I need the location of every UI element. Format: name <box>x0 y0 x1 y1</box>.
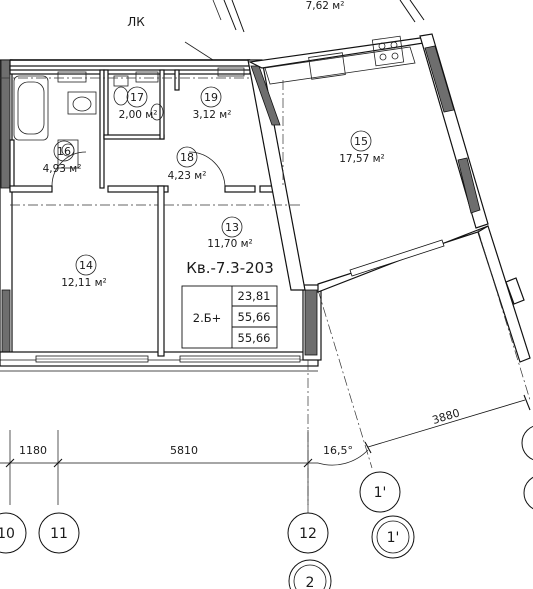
angle-label: 16,5° <box>323 444 353 457</box>
axis-marker-12: 12 <box>287 512 329 554</box>
room-17-number: 17 <box>130 91 144 104</box>
sink-icon <box>150 103 164 121</box>
axis-marker-2: 2 <box>288 559 332 589</box>
room-13-area: 11,70 м² <box>207 238 253 250</box>
room-15-number: 15 <box>354 135 368 148</box>
apartment-title: Кв.-7.3-203 <box>186 259 274 277</box>
left-wall-insulation <box>0 59 11 189</box>
top-area-partial: 7,62 м² <box>306 0 345 12</box>
room-16-number: 16 <box>57 145 71 158</box>
room-18-number: 18 <box>180 151 194 164</box>
room-18-area: 4,23 м² <box>168 170 207 182</box>
room-17-area: 2,00 м² <box>119 109 158 121</box>
svg-text:1': 1' <box>374 485 387 501</box>
axis-marker-1-prime-b: 1' <box>371 515 415 559</box>
washbasin-icon <box>72 96 92 112</box>
room-15-area: 17,57 м² <box>339 153 385 165</box>
axis-marker-1-prime-a: 1' <box>359 471 401 513</box>
top-label: ЛК <box>127 15 145 29</box>
apartment-type: 2.Б+ <box>193 311 222 325</box>
dimension-1180: 1180 <box>19 444 47 457</box>
svg-text:11: 11 <box>50 526 68 542</box>
svg-text:2: 2 <box>306 575 315 589</box>
bathtub-icon <box>13 75 49 141</box>
area-living: 23,81 <box>238 289 271 303</box>
apartment-summary-table: 2.Б+ 23,81 55,66 55,66 <box>181 285 278 349</box>
room-16-area: 4,93 м² <box>43 163 82 175</box>
room-14-area: 12,11 м² <box>61 277 107 289</box>
area-total: 55,66 <box>238 310 271 324</box>
area-total-balcony: 55,66 <box>238 331 271 345</box>
dimension-5810: 5810 <box>170 444 198 457</box>
room-19-number: 19 <box>204 91 218 104</box>
svg-text:1': 1' <box>387 530 400 546</box>
room-14-number: 14 <box>79 259 93 272</box>
room-19-area: 3,12 м² <box>193 109 232 121</box>
svg-text:10: 10 <box>0 526 15 542</box>
room-13-number: 13 <box>225 221 239 234</box>
svg-text:12: 12 <box>299 526 317 542</box>
axis-marker-11: 11 <box>38 512 80 554</box>
axis-marker-10: 10 <box>0 512 27 554</box>
toilet-icon <box>113 75 129 87</box>
